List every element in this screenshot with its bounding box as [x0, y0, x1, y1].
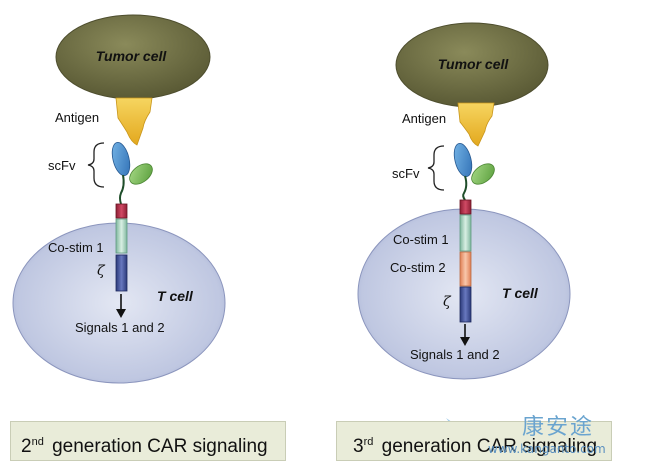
- watermark-chinese-text: 康安途: [522, 415, 595, 440]
- costim1-label: Co-stim 1: [48, 240, 104, 255]
- caption-text: generation CAR signaling: [381, 436, 598, 457]
- scfv-bracket: [427, 145, 445, 191]
- t-cell-label: T cell: [157, 288, 194, 304]
- car-linker: [119, 174, 125, 205]
- antigen-label: Antigen: [402, 111, 446, 126]
- zeta-label: ζ: [443, 294, 452, 310]
- antigen: [115, 97, 153, 146]
- signal-arrow-head: [116, 309, 126, 318]
- costim2-label: Co-stim 2: [390, 260, 446, 275]
- zeta-label: ζ: [97, 263, 106, 279]
- caption-ordinal-suffix: rd: [363, 436, 374, 448]
- scfv-bracket: [87, 142, 105, 188]
- zeta-domain: [115, 254, 128, 292]
- costim2-domain: [459, 251, 472, 287]
- costim1-label: Co-stim 1: [393, 232, 449, 247]
- signals-label: Signals 1 and 2: [75, 320, 165, 335]
- scfv-heavy-domain: [453, 142, 473, 178]
- caption-ordinal: 2: [21, 436, 32, 457]
- caption-ordinal: 3: [353, 436, 364, 457]
- tumor-cell-label: Tumor cell: [96, 48, 168, 64]
- antigen: [457, 102, 495, 147]
- signal-arrow-head: [460, 337, 470, 346]
- caption-2nd-generation: 2nd generation CAR signaling: [10, 421, 286, 461]
- costim1-domain: [459, 214, 472, 252]
- hinge-domain: [115, 203, 128, 219]
- panel-2nd-generation: Tumor cell Antigen scFv Co-stim 1 ζ T ce…: [12, 14, 226, 384]
- scfv-light-domain: [129, 163, 153, 185]
- scfv-label: scFv: [392, 166, 420, 181]
- scfv-label: scFv: [48, 158, 76, 173]
- caption-ordinal-suffix: nd: [31, 436, 44, 448]
- caption-3rd-generation: 3rd generation CAR signaling: [336, 421, 612, 461]
- zeta-domain: [459, 286, 472, 323]
- scfv-heavy-domain: [111, 141, 131, 177]
- t-cell-label: T cell: [502, 285, 539, 301]
- caption-text: generation CAR signaling: [52, 436, 268, 457]
- car-linker: [462, 175, 468, 201]
- signals-label: Signals 1 and 2: [410, 347, 500, 362]
- hinge-domain: [459, 199, 472, 215]
- tumor-cell-label: Tumor cell: [438, 56, 510, 72]
- antigen-label: Antigen: [55, 110, 99, 125]
- costim1-domain: [115, 218, 128, 254]
- panel-3rd-generation: Tumor cell Antigen scFv Co-stim 1 Co-sti…: [357, 22, 571, 380]
- scfv-light-domain: [471, 163, 495, 185]
- watermark-url: www.kanganto.com: [488, 442, 606, 456]
